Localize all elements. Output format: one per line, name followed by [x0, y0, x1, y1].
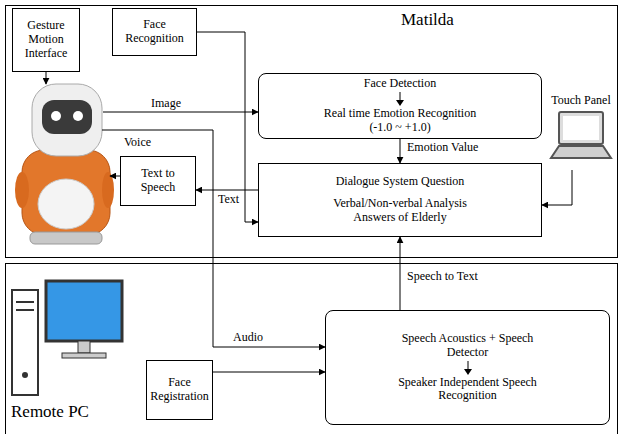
connector-label: Text	[217, 193, 240, 207]
connector-arrow	[400, 139, 401, 163]
laptop-display	[563, 116, 599, 140]
voice-wire	[110, 176, 120, 177]
gesture-wire	[46, 72, 47, 84]
connector-label: Emotion Value	[406, 141, 479, 155]
system-boundary: Remote PC Face Registration Speech Acousti…	[5, 263, 618, 434]
box-body: Speaker Independent Speech Recognition	[385, 376, 550, 404]
box-label: Dialogue System Question	[336, 175, 465, 189]
box-body: Verbal/Non-verbal Analysis Answers of El…	[320, 197, 480, 225]
process-box: Face Registration	[146, 360, 213, 420]
signal-label: Image	[150, 97, 182, 111]
box-label: Remote PC	[11, 402, 89, 422]
process-box: Text to Speech	[120, 156, 196, 206]
laptop-icon	[549, 110, 613, 162]
box-label: Speech Acoustics + Speech Detector	[385, 332, 550, 360]
box-label: Face Registration	[150, 376, 209, 404]
robot-illustration	[15, 84, 114, 244]
signal-label: Audio	[232, 331, 264, 345]
process-box: Speech Acoustics + Speech DetectorSpeake…	[325, 310, 610, 425]
box-label: Gesture Motion Interface	[17, 19, 75, 60]
box-label: Text to Speech	[133, 167, 183, 195]
box-label: Face Recognition	[117, 18, 192, 46]
arrow-shaft	[467, 361, 468, 370]
inner-arrow	[463, 361, 473, 375]
box-label: Face Detection	[364, 77, 436, 91]
touch-panel: Touch Panel	[546, 94, 616, 170]
arrow-shaft	[400, 92, 401, 101]
computer-illustration	[12, 281, 122, 395]
process-box: Face Recognition	[112, 8, 197, 56]
connector-arrow	[542, 170, 572, 205]
process-box: Gesture Motion Interface	[12, 8, 80, 72]
laptop-base	[551, 146, 611, 158]
image-wire	[103, 112, 258, 113]
system-boundary: Matilda Gesture Motion Interface Face Reco…	[5, 5, 618, 258]
box-body: Real time Emotion Recognition (-1.0 ~ +1…	[313, 107, 488, 135]
process-box: Dialogue System QuestionVerbal/Non-verba…	[258, 163, 542, 237]
box-label: Matilda	[401, 10, 454, 30]
connector-label: Speech to Text	[406, 270, 479, 284]
arrow-head	[396, 100, 404, 106]
inner-arrow	[395, 92, 405, 106]
signal-label: Voice	[123, 136, 152, 150]
connector-arrow	[196, 190, 258, 191]
box-label: Touch Panel	[551, 94, 610, 108]
arrow-head	[464, 369, 472, 375]
laptop-screen	[559, 112, 603, 144]
connector-arrow	[197, 32, 258, 222]
connector-arrow	[400, 237, 401, 310]
connector-arrow	[213, 372, 325, 373]
process-box: Face DetectionReal time Emotion Recognit…	[258, 73, 542, 139]
